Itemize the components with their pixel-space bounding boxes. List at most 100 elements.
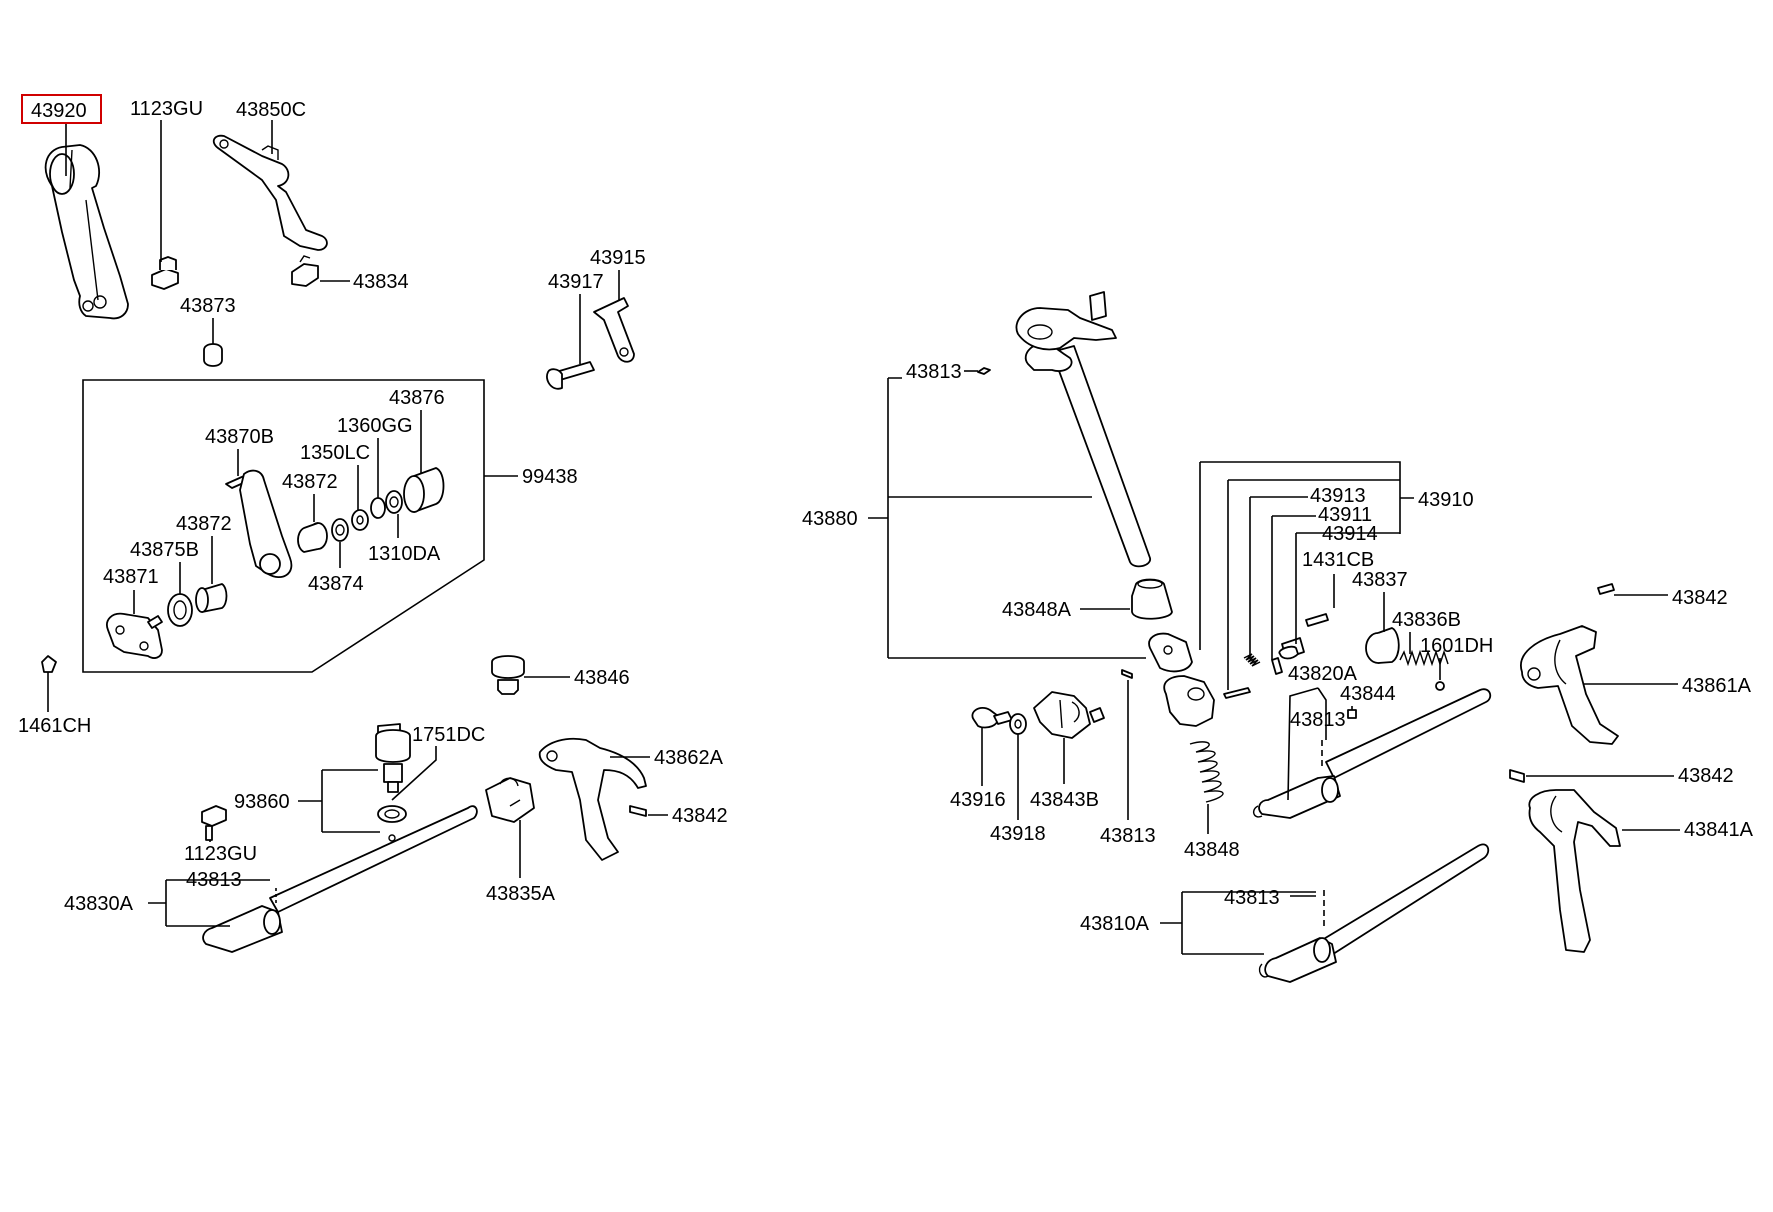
part-43841a-fork[interactable] (1528, 789, 1621, 953)
part-43872-bushing-upper[interactable] (297, 522, 328, 553)
label-43873[interactable]: 43873 (180, 295, 236, 344)
part-1431cb-plunger[interactable] (1278, 637, 1305, 660)
label-1601dh[interactable]: 1601DH (1420, 635, 1493, 680)
label-1123gu-top[interactable]: 1123GU (130, 98, 203, 262)
part-43842-pin-top-right[interactable] (1597, 583, 1615, 595)
part-43844-detent[interactable] (1347, 709, 1357, 719)
label-99438[interactable]: 99438 (484, 466, 578, 488)
part-43861a-fork[interactable] (1520, 625, 1619, 745)
part-43880-lower-bush[interactable] (1148, 632, 1193, 673)
label-43916[interactable]: 43916 (950, 728, 1006, 811)
label-43820a[interactable]: 43820A (1287, 663, 1358, 801)
part-43835a-block[interactable] (485, 777, 535, 823)
label-43842-left[interactable]: 43842 (648, 805, 728, 827)
part-43920-lever[interactable] (44, 144, 129, 320)
label-43918[interactable]: 43918 (990, 734, 1046, 845)
label-1751dc[interactable]: 1751DC (391, 724, 485, 801)
part-43915-plate[interactable] (593, 297, 635, 363)
label-43862a[interactable]: 43862A (610, 747, 724, 769)
label-43850c[interactable]: 43850C (236, 99, 306, 154)
label-43841a[interactable]: 43841A (1622, 819, 1754, 841)
part-43917-bolt[interactable] (546, 361, 595, 390)
label-43813-small[interactable]: 43813 (1100, 680, 1156, 847)
part-43876-cap[interactable] (403, 467, 445, 513)
part-1751dc-switch[interactable] (375, 723, 411, 793)
part-43874-washer[interactable] (331, 518, 349, 542)
label-1461ch[interactable]: 1461CH (18, 672, 91, 737)
label-43835a[interactable]: 43835A (486, 820, 556, 905)
part-43810a-shift-rail[interactable] (1258, 843, 1490, 983)
part-93860-washer[interactable] (377, 805, 407, 823)
label-43813-left[interactable]: 43813 (186, 869, 277, 906)
part-43813-pin-upper[interactable] (977, 367, 991, 375)
part-1310da-nut[interactable] (385, 490, 403, 514)
part-43850c-bracket[interactable] (212, 134, 328, 251)
part-43846-plug[interactable] (491, 655, 525, 695)
part-43916-bolt[interactable] (971, 707, 1013, 729)
label-43813-bottom[interactable]: 43813 (1224, 887, 1316, 909)
part-43862a-fork[interactable] (538, 737, 647, 861)
label-43870b[interactable]: 43870B (205, 426, 274, 476)
part-1431cb-pin[interactable] (1305, 613, 1329, 627)
part-43830a-shift-rail[interactable] (202, 805, 478, 953)
part-43813-pin-small[interactable] (1121, 669, 1133, 679)
label-43842-right[interactable]: 43842 (1526, 765, 1734, 787)
part-43910-guide[interactable] (1163, 675, 1215, 727)
label-43872-lower[interactable]: 43872 (176, 513, 232, 584)
label-1123gu-bottom[interactable]: 1123GU (184, 840, 257, 865)
label-1360gg[interactable]: 1360GG (337, 415, 413, 498)
part-43913-pin[interactable] (1223, 687, 1251, 699)
part-43873-bushing[interactable] (203, 343, 223, 367)
label-43872-upper[interactable]: 43872 (282, 471, 338, 522)
part-43820a-shift-rail[interactable] (1252, 688, 1492, 819)
label-93860[interactable]: 93860 (234, 769, 380, 833)
part-43875b-seal[interactable] (167, 593, 193, 627)
part-43848-spring[interactable] (1189, 741, 1224, 803)
part-43918-washer[interactable] (1009, 713, 1027, 735)
part-43843b-bracket[interactable] (1033, 691, 1105, 739)
label-43917[interactable]: 43917 (548, 271, 604, 364)
part-1601dh-ball[interactable] (1435, 681, 1445, 691)
label-43876[interactable]: 43876 (389, 387, 445, 474)
label-43880[interactable]: 43880 (802, 377, 1146, 659)
label-1431cb[interactable]: 1431CB (1302, 549, 1374, 608)
part-43842-pin-right[interactable] (1509, 769, 1525, 783)
label-1310da[interactable]: 1310DA (368, 514, 441, 565)
part-43871-lever[interactable] (106, 612, 163, 659)
label-1350lc[interactable]: 1350LC (300, 442, 370, 510)
label-43910-group[interactable]: 43913 43911 43914 43910 (1199, 461, 1474, 690)
label-43844[interactable]: 43844 (1340, 683, 1396, 710)
label-43861a[interactable]: 43861A (1584, 675, 1752, 697)
part-1350lc-washer[interactable] (351, 509, 369, 531)
label-43836b[interactable]: 43836B (1392, 609, 1461, 654)
label-43813-mid[interactable]: 43813 (1290, 709, 1346, 731)
label-43848a[interactable]: 43848A (1002, 599, 1130, 621)
label-43830a[interactable]: 43830A (64, 879, 270, 927)
label-43920[interactable]: 43920 (21, 94, 102, 176)
part-43911-spring[interactable] (1243, 653, 1261, 667)
label-43874[interactable]: 43874 (308, 542, 364, 595)
part-1461ch-clip[interactable] (41, 655, 57, 673)
part-43872-bushing-lower[interactable] (195, 583, 228, 613)
part-43880-shift-shaft[interactable] (1015, 291, 1151, 568)
label-43848[interactable]: 43848 (1184, 804, 1240, 861)
part-43914-plunger[interactable] (1271, 657, 1283, 675)
part-43848a-cap[interactable] (1131, 578, 1173, 620)
label-43846[interactable]: 43846 (524, 667, 630, 689)
part-1123gu-bolt-top[interactable] (151, 256, 179, 290)
label-43842-top-right[interactable]: 43842 (1614, 587, 1728, 609)
part-43837-bolt[interactable] (1365, 627, 1400, 664)
label-43871[interactable]: 43871 (103, 566, 159, 614)
part-43834-clip[interactable] (291, 255, 319, 287)
part-43842-pin-left[interactable] (629, 805, 647, 817)
label-43837[interactable]: 43837 (1352, 569, 1408, 632)
part-1123gu-bolt-bottom[interactable] (201, 805, 227, 841)
part-1360gg-ring[interactable] (370, 497, 386, 519)
label-43813-upper[interactable]: 43813 (906, 361, 978, 383)
label-43810a[interactable]: 43810A (1080, 891, 1316, 955)
label-43843b[interactable]: 43843B (1030, 738, 1099, 811)
label-43915[interactable]: 43915 (590, 247, 646, 300)
label-43875b[interactable]: 43875B (130, 539, 199, 594)
part-43870b-arm[interactable] (225, 469, 293, 579)
label-43834[interactable]: 43834 (320, 271, 409, 293)
